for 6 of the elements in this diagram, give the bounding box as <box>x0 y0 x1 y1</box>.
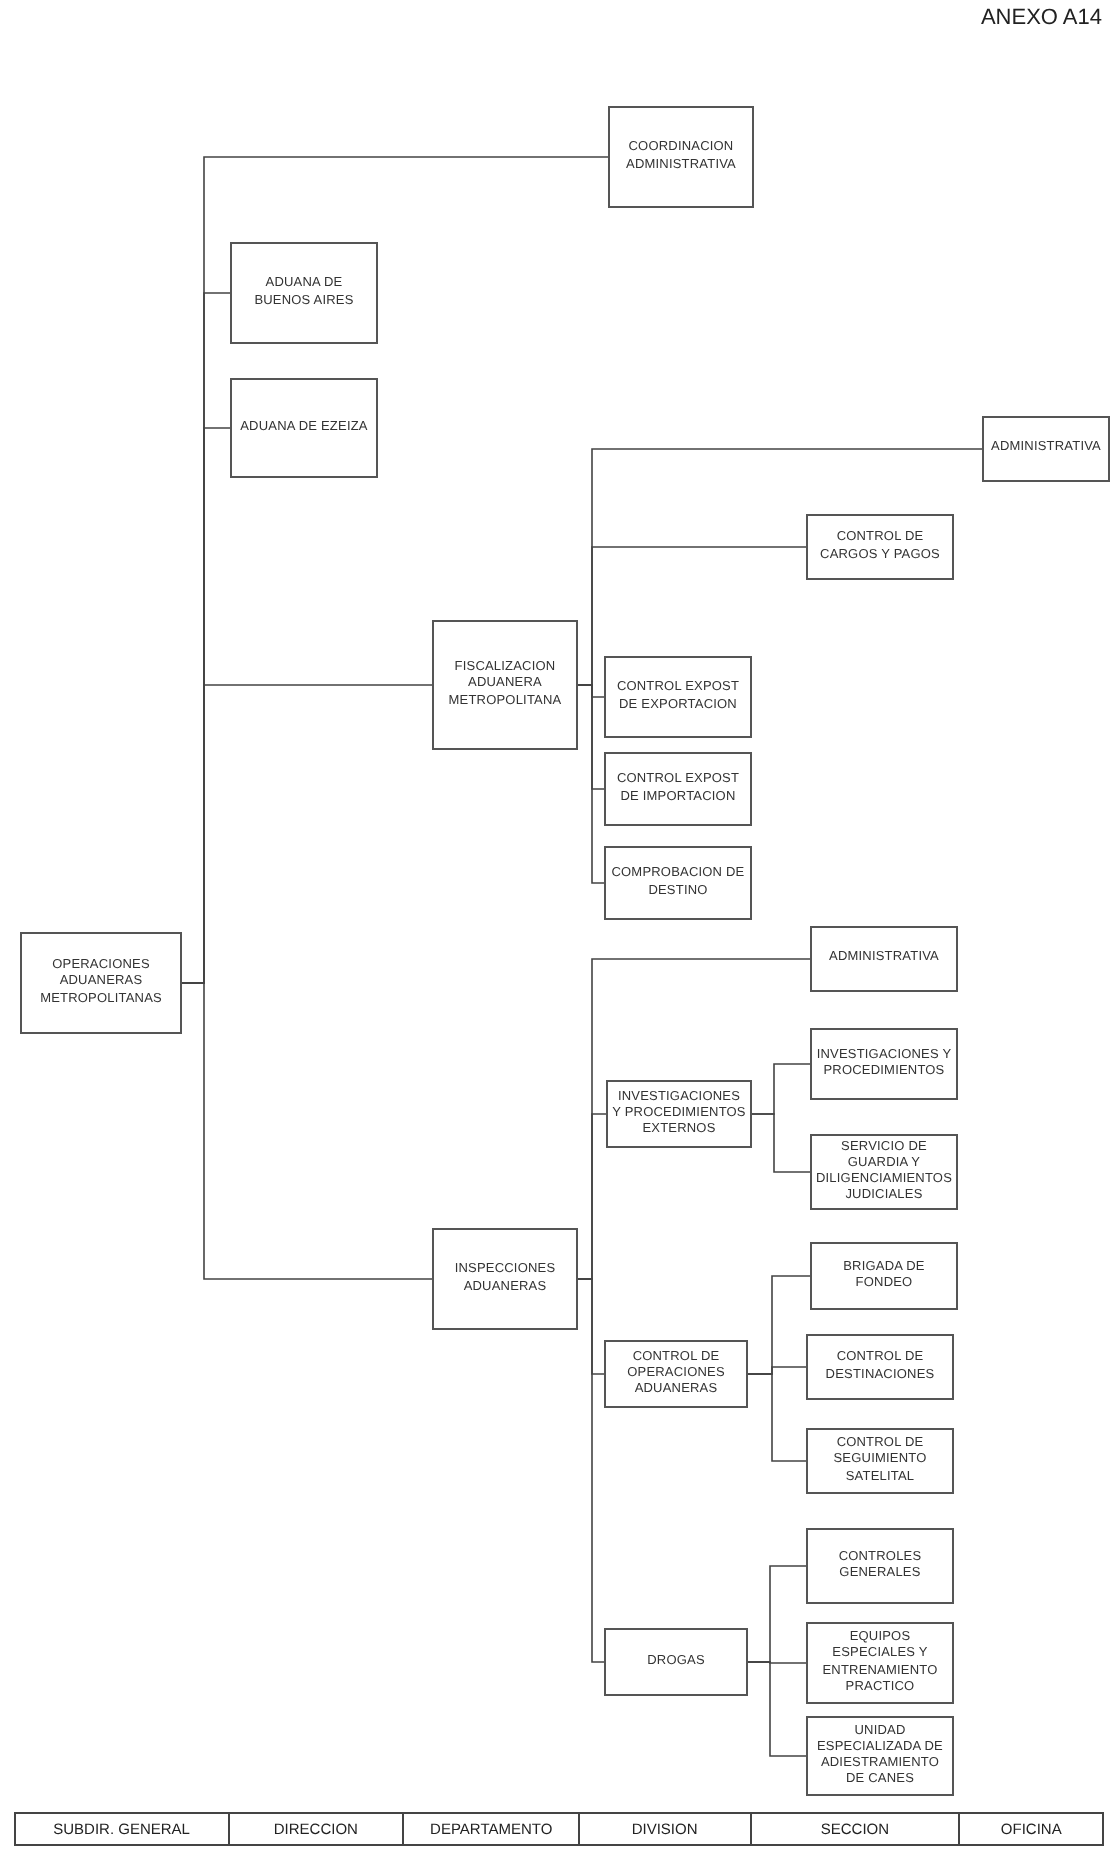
connector-line <box>751 1113 811 1173</box>
connector-line <box>747 1661 807 1757</box>
connector-line <box>747 1373 807 1462</box>
connector-line <box>577 1278 605 1663</box>
connector-line <box>181 982 433 1280</box>
annex-label: ANEXO A14 <box>980 4 1102 34</box>
